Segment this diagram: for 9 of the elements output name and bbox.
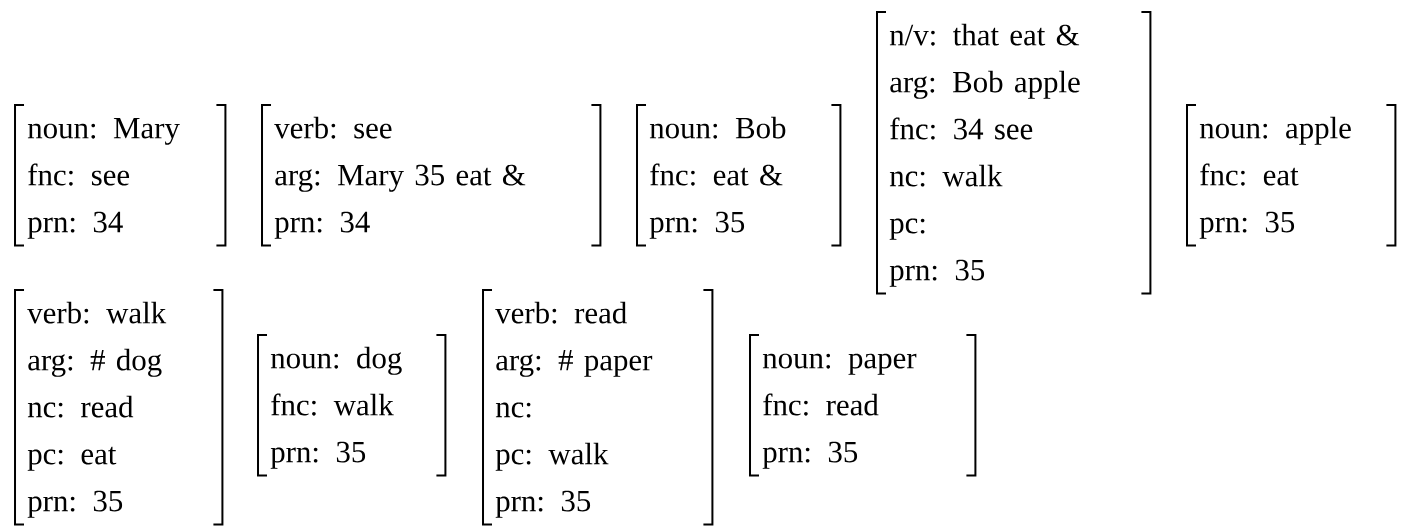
attribute-matrix: noun: Bob fnc: eat & prn: 35 (636, 104, 842, 247)
attribute-matrix: noun: dog fnc: walk prn: 35 (257, 334, 447, 477)
attribute-matrix: verb: see arg: Mary 35 eat & prn: 34 (261, 104, 602, 247)
attribute-matrix: verb: walk arg: # dog nc: read pc: eat prn: 35 (14, 289, 224, 526)
attribute-matrix: n/v: that eat & arg: Bob apple fnc: 34 see nc: walk pc: prn: 35 (876, 11, 1152, 295)
attribute-matrix: noun: apple fnc: eat prn: 35 (1186, 104, 1397, 247)
attribute-matrix: noun: paper fnc: read prn: 35 (749, 334, 977, 477)
attribute-matrix: verb: read arg: # paper nc: pc: walk prn: 35 (482, 289, 714, 526)
attribute-matrix: noun: Mary fnc: see prn: 34 (14, 104, 227, 247)
